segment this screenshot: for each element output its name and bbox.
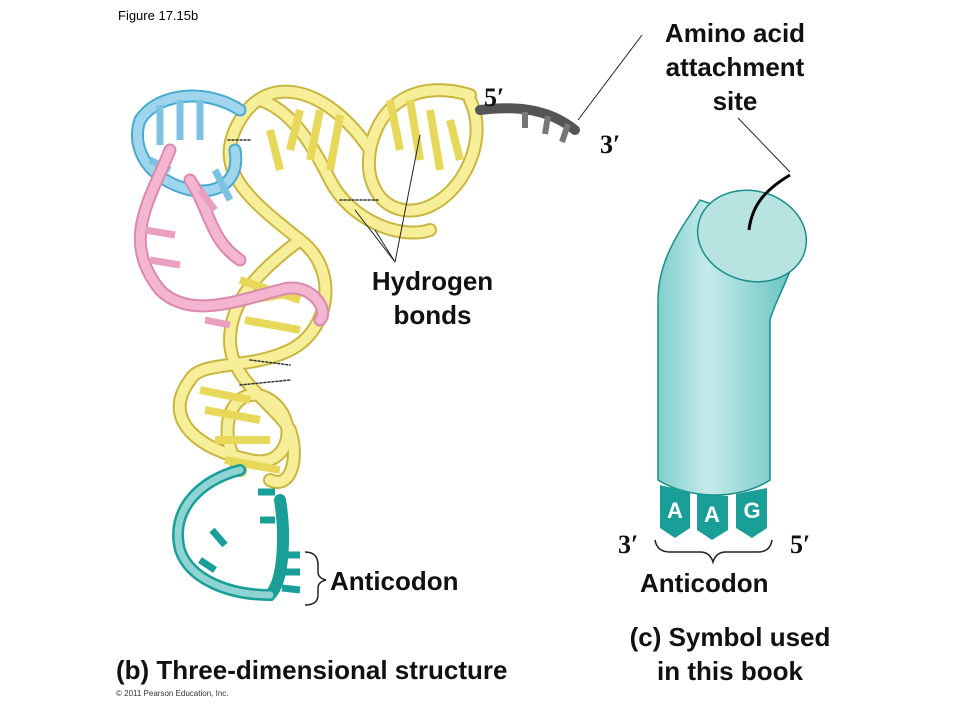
hydrogen-bonds-label: Hydrogen bonds bbox=[350, 264, 515, 332]
anticodon-bracket-b bbox=[304, 551, 327, 606]
anticodon-label-c: Anticodon bbox=[640, 568, 769, 598]
trna-3d-structure bbox=[130, 83, 580, 602]
caption-b: (b) Three-dimensional structure bbox=[116, 655, 508, 685]
label-line: Hydrogen bbox=[371, 266, 494, 296]
five-prime-c: 5′ bbox=[790, 530, 811, 559]
trna-symbol: A A G bbox=[654, 173, 808, 565]
base-1: A bbox=[667, 498, 683, 523]
five-prime-b: 5′ bbox=[484, 83, 505, 112]
copyright: © 2011 Pearson Education, Inc. bbox=[116, 689, 229, 698]
anticodon-bases: A A G bbox=[660, 485, 767, 540]
base-2: A bbox=[704, 502, 720, 527]
base-3: G bbox=[743, 498, 760, 523]
hydrogen-bonds-pointer bbox=[354, 134, 421, 263]
anticodon-label-b: Anticodon bbox=[330, 566, 459, 596]
label-line: attachment bbox=[665, 52, 805, 82]
amino-acid-pointer bbox=[577, 34, 643, 121]
label-line: Amino acid bbox=[664, 18, 806, 48]
label-line: site bbox=[712, 86, 758, 116]
anticodon-bracket-c bbox=[654, 539, 773, 565]
caption-line: in this book bbox=[657, 656, 803, 686]
caption-line: (c) Symbol used bbox=[629, 622, 831, 652]
three-prime-b: 3′ bbox=[600, 130, 621, 159]
hydrogen-bond-dots bbox=[227, 139, 381, 386]
figure-label: Figure 17.15b bbox=[118, 8, 199, 23]
amino-acid-attachment-label: Amino acid attachment site bbox=[640, 16, 830, 118]
caption-c: (c) Symbol used in this book bbox=[600, 620, 860, 688]
label-line: bonds bbox=[393, 300, 472, 330]
three-prime-c: 3′ bbox=[618, 530, 639, 559]
